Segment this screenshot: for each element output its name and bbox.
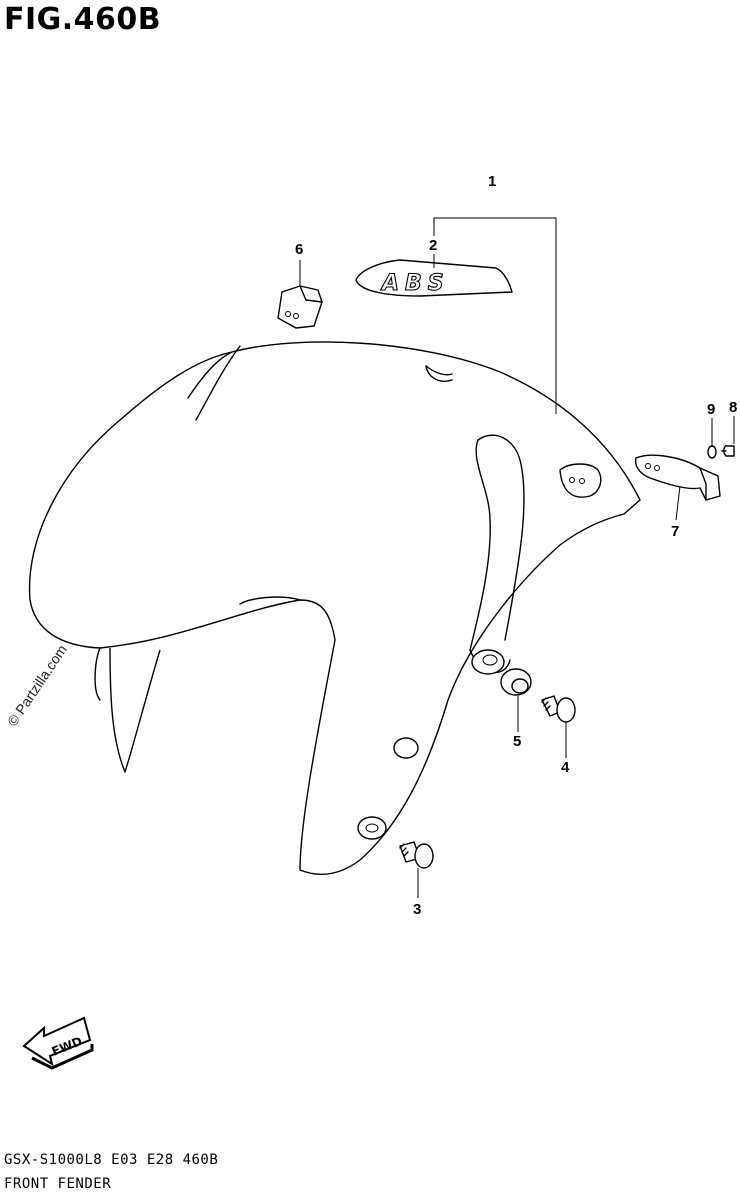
- model-code: GSX-S1000L8 E03 E28 460B: [4, 1152, 219, 1168]
- section-name: FRONT FENDER: [4, 1176, 112, 1192]
- leader-lines: [299, 217, 735, 898]
- callout-7: 7: [671, 523, 679, 540]
- grommet-5[interactable]: [500, 668, 532, 696]
- forward-arrow-icon: FWD: [22, 1016, 94, 1070]
- callout-8: 8: [729, 399, 737, 416]
- callout-5: 5: [513, 733, 521, 750]
- front-fender[interactable]: [28, 341, 641, 875]
- screw-8[interactable]: [721, 445, 735, 457]
- callout-6: 6: [295, 241, 303, 258]
- abs-decal[interactable]: ABS: [355, 259, 513, 297]
- bolt-4[interactable]: [541, 695, 576, 723]
- callout-4: 4: [561, 759, 570, 776]
- abs-decal-text: ABS: [380, 271, 450, 296]
- callout-1: 1: [488, 173, 496, 190]
- callout-3: 3: [413, 901, 421, 918]
- bolt-3[interactable]: [399, 841, 434, 869]
- callout-9: 9: [707, 401, 715, 418]
- figure-title: FIG.460B: [4, 2, 162, 37]
- bracket-7[interactable]: [634, 454, 721, 501]
- washer-9[interactable]: [707, 445, 717, 459]
- bracket-6[interactable]: [277, 285, 323, 329]
- callout-2: 2: [429, 237, 437, 254]
